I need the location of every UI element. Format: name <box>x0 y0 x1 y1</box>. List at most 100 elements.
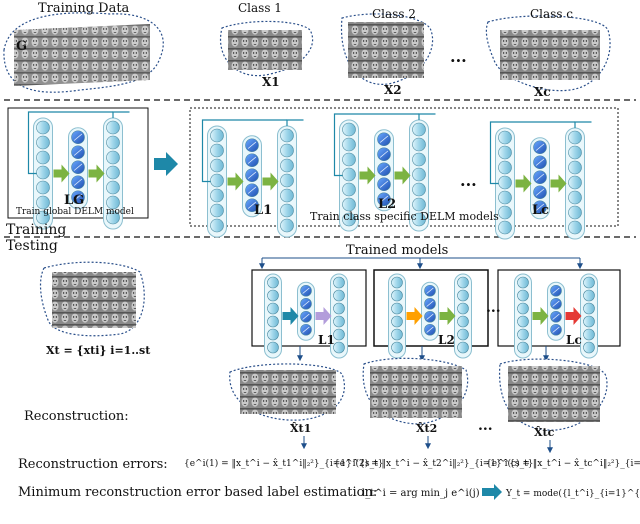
training-data-blob <box>3 12 164 93</box>
test-model-2-net-arrow-out <box>439 307 456 325</box>
global-delm-net-output-layer-node <box>106 150 120 165</box>
class-1-delm-net-input-layer-node <box>210 158 224 173</box>
label-formula: l_t^i = arg min_j e^i(j) <box>362 488 480 499</box>
test-model-1-net-input-layer-node <box>267 289 279 302</box>
test-model-1-net-output-layer-node <box>333 341 345 354</box>
class-c-set-symbol: Xc <box>534 85 551 99</box>
test-model-c-net-output-layer <box>580 273 598 359</box>
class-1-delm-net-input-layer-node <box>210 143 224 158</box>
training-phase-label: Training <box>6 222 66 238</box>
class-1-delm-net-output-layer-node <box>280 143 294 158</box>
class-2-delm-net-output-layer <box>409 119 429 232</box>
test-model-1-net-hidden-layer-node-mark <box>302 326 310 333</box>
test-model-1-net-hidden-layer-node-mark <box>302 300 310 307</box>
class-c-delm-net-input-layer-node <box>498 205 512 220</box>
test-model-2-box <box>373 269 489 347</box>
reconstruction-c-blob <box>498 358 608 431</box>
class-c-delm-net-input-layer-node <box>498 145 512 160</box>
class-2-delm-net-input-layer <box>339 119 359 232</box>
class-2-delm-net-output-layer-node <box>412 197 426 212</box>
test-model-2-net-input-layer-node <box>391 276 403 289</box>
global-delm-net-hidden-layer-node-mark <box>73 133 83 141</box>
test-model-2-net-output-layer-node <box>457 302 469 315</box>
class-models-caption: Train class specific DELM models <box>310 210 499 223</box>
class-models-box <box>189 107 619 227</box>
test-model-1-net-hidden-layer-node-mark <box>302 287 310 294</box>
test-model-c-net-input-layer-node <box>517 289 529 302</box>
test-model-2-net <box>388 273 472 359</box>
class-2-delm-net-hidden-layer-node-mark <box>379 135 389 143</box>
test-faces <box>52 272 136 328</box>
class-1-delm-net-input-layer <box>207 125 227 238</box>
class-2-delm-net-output-layer-node <box>412 152 426 167</box>
class-c-delm-net-hidden-layer-node-mark <box>535 143 545 151</box>
test-model-c-net-hidden-layer-node-mark <box>552 313 560 320</box>
test-model-1-net-arrow-in <box>282 307 299 325</box>
label-estimation-label: Minimum reconstruction error based label… <box>18 485 377 500</box>
reconstruction-1-symbol: X̂t1 <box>290 422 311 435</box>
test-model-1-net-input-layer-node <box>267 302 279 315</box>
test-model-2-net-output-layer-node <box>457 289 469 302</box>
class-1-delm-net-loop-right <box>286 119 304 126</box>
class-1-delm-net-hidden-layer-node-mark <box>247 141 257 149</box>
global-model-symbol: LG <box>64 193 84 208</box>
class-c-delm-net <box>489 121 592 240</box>
trained-models-bracket <box>259 257 583 270</box>
class-c-delm-net-hidden-layer-node-mark <box>535 188 545 196</box>
class-2-delm-net-loop-right <box>418 113 436 120</box>
class-2-delm-net-loop-left <box>333 113 419 177</box>
class-c-delm-net-input-layer-node <box>498 175 512 190</box>
class-1-delm-net-output-layer-node <box>280 218 294 233</box>
class-1-delm-net-output-layer <box>277 125 297 238</box>
error-formula-2: {e^i(2) = ‖x_t^i − x̂_t2^i‖₂²}_{i=1}^{s_… <box>334 458 533 469</box>
global-delm-net-arrow-in <box>53 164 70 183</box>
test-model-ellipsis: ... <box>486 300 501 316</box>
test-model-2-net-input-layer-node <box>391 341 403 354</box>
class-c-delm-net-hidden-layer-node-mark <box>535 203 545 211</box>
global-delm-net-hidden-layer-node-mark <box>73 178 83 186</box>
test-model-1-net-output-layer-node <box>333 276 345 289</box>
class-2-delm-net-hidden-layer-node-mark <box>379 180 389 188</box>
global-delm-net-input-layer <box>33 117 53 230</box>
test-model-2-net-input-layer <box>388 273 406 359</box>
class-c-delm-net-hidden-layer <box>530 137 550 220</box>
global-delm-net-output-layer-node <box>106 210 120 225</box>
class-2-faces <box>348 22 424 78</box>
reconstruction-arrows <box>297 346 549 362</box>
global-delm-net-hidden-layer-node-mark <box>73 148 83 156</box>
global-delm-net-hidden-layer-node-mark <box>73 193 83 201</box>
error-formula-c: {e^i(c) = ‖x_t^i − x̂_tc^i‖₂²}_{i=1}^{s_… <box>486 458 640 469</box>
test-model-2-net-hidden-layer-node-mark <box>426 300 434 307</box>
class-1-delm-net-hidden-layer-node-mark <box>247 201 257 209</box>
reconstruction-errors-label: Reconstruction errors: <box>18 457 168 472</box>
global-delm-net-output-layer <box>103 117 123 230</box>
class-c-delm-net-input-layer <box>495 127 515 240</box>
class-2-delm-net <box>333 113 436 232</box>
class-c-blob <box>485 15 611 92</box>
output-formula: Y_t = mode({l_t^i}_{i=1}^{s_t}) <box>505 488 640 499</box>
reconstruction-c-symbol: X̂tc <box>534 426 555 439</box>
output-arrow <box>482 484 502 500</box>
test-model-c-net-hidden-layer-node-mark <box>552 287 560 294</box>
global-delm-net-input-layer-node <box>36 180 50 195</box>
test-model-1-net-input-layer-node <box>267 315 279 328</box>
test-model-1-net-output-layer <box>330 273 348 359</box>
test-model-1-net-input-layer-node <box>267 276 279 289</box>
class-1-delm-net-input-layer-node <box>210 173 224 188</box>
class-2-delm-net-output-layer-node <box>412 167 426 182</box>
test-model-2-net-input-layer-node <box>391 328 403 341</box>
class-2-delm-net-arrow-in <box>359 166 376 185</box>
class-c-delm-net-output-layer-node <box>568 190 582 205</box>
global-delm-net-output-layer-node <box>106 120 120 135</box>
class-2-delm-net-input-layer-node <box>342 182 356 197</box>
testing-networks <box>264 273 598 359</box>
test-model-1-net-output-layer-node <box>333 302 345 315</box>
test-model-2-net-hidden-layer <box>421 281 439 341</box>
class-2-delm-net-arrow-out <box>394 166 411 185</box>
reconstruction-c-faces <box>508 366 600 422</box>
class-c-delm-net-output-layer-node <box>568 205 582 220</box>
test-model-1-net-output-layer-node <box>333 289 345 302</box>
class-2-delm-net-input-layer-node <box>342 197 356 212</box>
teal-forward-arrow <box>154 152 178 176</box>
class-1-set-symbol: X1 <box>262 75 280 89</box>
